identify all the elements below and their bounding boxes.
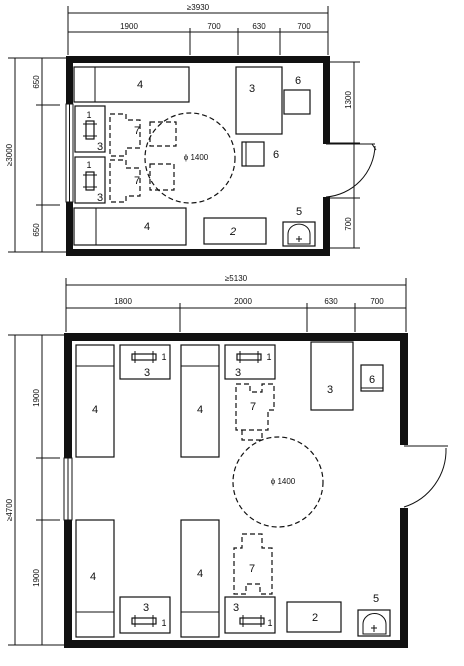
plan-2-door (403, 445, 448, 508)
plan-1-label-nightstand-a-3: 3 (97, 141, 103, 153)
plan-1: ≥3930 1900 700 630 700 ≥3000 650 650 (5, 3, 377, 256)
plan-2-segment-4: 700 (370, 297, 384, 306)
plan-2-nightstand-top-center: 1 3 (224, 344, 276, 380)
plan-2-walls (63, 333, 408, 648)
plan-2-segment-3: 630 (324, 297, 338, 306)
plan-1-nightstand-b: 1 3 (74, 156, 106, 204)
plan-1-cabinet: 2 (203, 217, 267, 245)
plan-2-label-ns-bc-3: 3 (233, 602, 239, 614)
plan-2-top-dimensions: ≥5130 1800 2000 630 700 (65, 274, 407, 332)
plan-1-label-sink: 5 (296, 206, 302, 218)
plan-2-bed-bottom-left: 4 (75, 519, 115, 638)
plan-1-label-chair-group-bottom: 7 (134, 175, 140, 187)
plan-2-overall-width: ≥5130 (225, 274, 248, 283)
plan-2: ≥5130 1800 2000 630 700 ≥4700 1900 1900 (5, 274, 448, 648)
plan-1-label-chair-group-top: 7 (134, 125, 140, 137)
plan-2-label-bed-bl: 4 (90, 571, 96, 583)
plan-1-walls (65, 56, 330, 256)
plan-2-label-ns-tc-3: 3 (235, 367, 241, 379)
plan-1-left-dim-bottom: 650 (32, 223, 41, 237)
plan-2-left-dimensions: ≥4700 1900 1900 (5, 334, 64, 646)
plan-2-label-bed-tc: 4 (197, 404, 203, 416)
plan-2-chair: 6 (360, 364, 384, 392)
plan-2-label-chair: 6 (369, 374, 375, 386)
plan-1-door (325, 143, 377, 198)
plan-2-segment-1: 1800 (114, 297, 132, 306)
plan-1-segment-3: 630 (252, 22, 266, 31)
plan-2-left-dim-bottom: 1900 (32, 569, 41, 587)
plan-1-chair-group-bottom: 7 (109, 159, 175, 203)
plan-2-circle-label: ϕ 1400 (271, 477, 296, 486)
plan-1-sink: 5 (282, 206, 316, 247)
plan-1-left-dimensions: ≥3000 650 650 (5, 57, 66, 253)
plan-2-label-chair-group-top: 7 (250, 401, 256, 413)
plan-1-segment-1: 1900 (120, 22, 138, 31)
plan-1-label-nightstand-a-1: 1 (86, 110, 91, 120)
plan-1-label-cabinet: 2 (229, 226, 236, 238)
plan-1-label-table: 3 (249, 83, 255, 95)
plan-1-label-chair-top: 6 (295, 75, 301, 87)
plan-2-left-dim-top: 1900 (32, 389, 41, 407)
plan-2-label-ns-tl-3: 3 (144, 367, 150, 379)
plan-1-right-dim-bottom: 700 (344, 217, 353, 231)
plan-1-chair-top: 6 (283, 75, 311, 115)
plan-2-chair-group-bottom: 7 (233, 533, 273, 595)
plan-2-nightstand-bottom-center: 3 1 (224, 596, 276, 634)
plan-2-label-cabinet: 2 (312, 612, 318, 624)
plan-1-label-nightstand-b-1: 1 (86, 160, 91, 170)
plan-1-overall-height: ≥3000 (5, 143, 14, 166)
plan-1-nightstand-a: 1 3 (74, 105, 106, 153)
plan-2-bed-top-left: 4 (75, 344, 115, 458)
plan-2-nightstand-top-left: 1 3 (119, 344, 171, 380)
plan-2-label-bed-tl: 4 (92, 404, 98, 416)
plan-2-sink: 5 (357, 593, 391, 637)
plan-1-segment-2: 700 (207, 22, 221, 31)
plan-1-top-dimensions: ≥3930 1900 700 630 700 (67, 3, 329, 55)
plan-2-bed-bottom-center: 4 (180, 519, 220, 638)
plan-1-chair-mid: 6 (241, 141, 279, 167)
plan-2-segment-2: 2000 (234, 297, 252, 306)
plan-1-label-bed-top: 4 (137, 79, 143, 91)
plan-1-turning-circle: ϕ 1400 (144, 112, 236, 204)
plan-1-overall-width: ≥3930 (187, 3, 210, 12)
plan-1-table: 3 (235, 66, 283, 135)
plan-1-bed-top: 4 (73, 66, 190, 103)
plan-2-label-ns-bl-3: 3 (143, 602, 149, 614)
plan-2-nightstand-bottom-left: 3 1 (119, 596, 171, 634)
plan-2-label-table: 3 (327, 384, 333, 396)
plan-1-segment-4: 700 (297, 22, 311, 31)
plan-1-right-dimensions: 1300 700 (330, 61, 360, 249)
plan-1-label-bed-bottom: 4 (144, 221, 150, 233)
plan-1-label-chair-mid: 6 (273, 149, 279, 161)
plan-2-bed-top-center: 4 (180, 344, 220, 458)
plan-2-label-chair-group-bottom: 7 (249, 563, 255, 575)
plan-1-circle-label: ϕ 1400 (184, 153, 209, 162)
plan-2-cabinet: 2 (286, 601, 342, 633)
plan-1-bed-bottom: 4 (73, 207, 187, 246)
plan-2-label-bed-bc: 4 (197, 568, 203, 580)
plan-1-right-dim-top: 1300 (344, 91, 353, 109)
plan-2-label-ns-tc-1: 1 (266, 352, 271, 362)
plan-2-turning-circle: ϕ 1400 (232, 436, 324, 528)
plan-2-label-ns-bc-1: 1 (267, 618, 272, 628)
plan-2-table: 3 (310, 341, 354, 411)
plan-1-label-nightstand-b-3: 3 (97, 192, 103, 204)
plan-2-label-ns-tl-1: 1 (161, 352, 166, 362)
plan-2-overall-height: ≥4700 (5, 498, 14, 521)
plan-2-label-ns-bl-1: 1 (161, 618, 166, 628)
plan-2-label-sink: 5 (373, 593, 379, 605)
plan-1-left-dim-top: 650 (32, 75, 41, 89)
plan-2-chair-group-top: 7 (235, 383, 275, 441)
